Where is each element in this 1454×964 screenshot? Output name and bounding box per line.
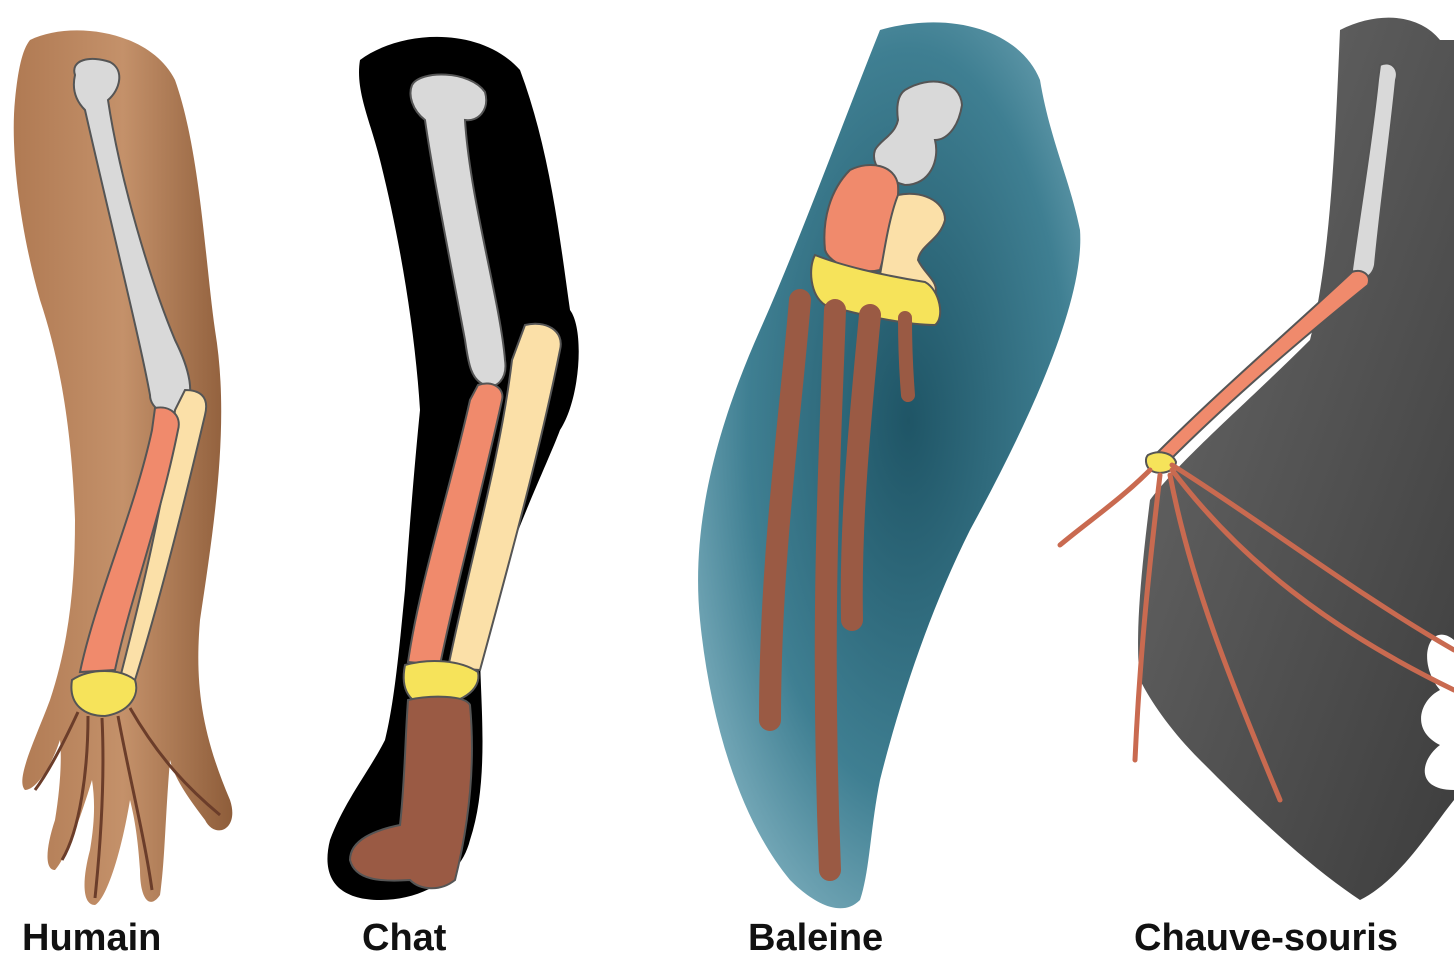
bat-membrane [1138, 18, 1454, 900]
caption-whale: Baleine [748, 916, 883, 960]
caption-cat: Chat [362, 916, 446, 960]
caption-human: Humain [22, 916, 161, 960]
caption-bat: Chauve-souris [1134, 916, 1398, 960]
cat-leg [327, 37, 578, 900]
whale-flipper [698, 22, 1080, 908]
bat-wing [1060, 18, 1454, 900]
human-arm [14, 30, 233, 905]
